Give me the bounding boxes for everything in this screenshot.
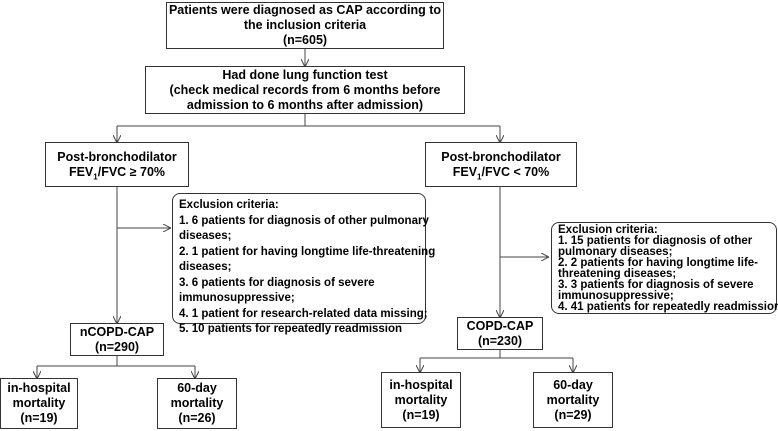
fev-ratio-line: FEV1/FVC ≥ 70% <box>68 164 166 181</box>
box-text-line: (n=605) <box>282 33 328 47</box>
ratio-label: /FVC ≥ 70% <box>97 164 166 179</box>
box-text-line: 60-day <box>177 381 217 395</box>
box-text-line: Post-bronchodilator <box>441 149 561 164</box>
exclusion-line: pulmonary diseases; <box>558 246 673 258</box>
box-lung-function-test: Had done lung function test (check medic… <box>145 66 465 114</box>
connector-split-top <box>117 114 500 127</box>
exclusion-line: diseases; <box>179 261 232 273</box>
box-text-line: Had done lung function test <box>222 67 388 82</box>
box-text-line: in-hospital <box>389 377 453 392</box>
box-text-line: (check medical records from 6 months bef… <box>169 82 441 97</box>
exclusion-line: 3. 3 patients for diagnosis of severe <box>558 279 754 291</box>
box-text-line: (n=290) <box>94 339 140 354</box>
box-exclusion-criteria-right: Exclusion criteria: 1. 15 patients for d… <box>551 222 778 314</box>
fev-subscript: 1 <box>93 172 98 181</box>
connector-ncopd-split <box>37 356 195 367</box>
fev-subscript: 1 <box>477 172 482 181</box>
exclusion-line: Exclusion criteria: <box>179 199 279 211</box>
box-text-line: mortality <box>394 392 448 407</box>
box-exclusion-criteria-left: Exclusion criteria: 1. 6 patients for di… <box>172 193 436 335</box>
exclusion-line: 4. 1 patient for research-related data m… <box>179 307 428 320</box>
box-copd-cap: COPD-CAP (n=230) <box>457 317 543 350</box>
fev-ratio-line: FEV1/FVC < 70% <box>452 164 550 181</box>
exclusion-line: 2. 1 patient for having longtime life-th… <box>179 245 436 258</box>
box-text-line: 60-day <box>553 377 593 392</box>
box-text-line: (n=26) <box>178 411 216 425</box>
box-text-line: (n=19) <box>20 411 58 425</box>
fev-label: FEV <box>68 164 94 179</box>
box-copd-in-hospital-mortality: in-hospital mortality (n=19) <box>381 372 461 428</box>
box-text-line: (n=230) <box>477 333 523 348</box>
box-post-bronchodilator-normal: Post-bronchodilator FEV1/FVC ≥ 70% <box>45 142 189 187</box>
exclusion-line: 4. 41 patients for repeatedly readmissio… <box>558 301 778 313</box>
box-text-line: admission to 6 months after admission) <box>186 97 424 112</box>
box-copd-60-day-mortality: 60-day mortality (n=29) <box>533 372 613 428</box>
box-text-line: nCOPD-CAP <box>79 324 155 339</box>
box-ncopd-60-day-mortality: 60-day mortality (n=26) <box>157 378 237 429</box>
box-text-line: (n=19) <box>402 407 440 422</box>
exclusion-line: 5. 10 patients for repeatedly readmissio… <box>179 323 403 335</box>
box-text-line: in-hospital <box>7 381 71 395</box>
connector-copd-split <box>420 350 573 359</box>
exclusion-line: 3. 6 patients for diagnosis of severe <box>179 276 375 289</box>
box-text-line: Post-bronchodilator <box>57 149 177 164</box>
exclusion-line: Exclusion criteria: <box>558 224 658 236</box>
box-text-line: Patients were diagnosed as CAP according… <box>168 3 442 17</box>
exclusion-line: immunosuppressive; <box>558 290 674 302</box>
box-text-line: mortality <box>546 392 600 407</box>
ratio-label: /FVC < 70% <box>481 164 550 179</box>
exclusion-line: 1. 15 patients for diagnosis of other <box>558 235 753 247</box>
box-text-line: COPD-CAP <box>466 318 534 333</box>
box-text-line: mortality <box>170 396 224 410</box>
exclusion-line: diseases; <box>179 230 232 242</box>
exclusion-line: 2. 2 patients for having longtime life- <box>558 257 758 269</box>
box-text-line: mortality <box>12 396 66 410</box>
exclusion-line: threatening diseases; <box>558 268 677 280</box>
box-post-bronchodilator-obstructed: Post-bronchodilator FEV1/FVC < 70% <box>425 142 577 187</box>
exclusion-line: 1. 6 patients for diagnosis of other pul… <box>179 214 429 227</box>
box-cap-patients: Patients were diagnosed as CAP according… <box>166 2 444 49</box>
fev-label: FEV <box>452 164 478 179</box>
exclusion-line: immunosuppressive; <box>179 292 295 304</box>
box-text-line: (n=29) <box>554 407 592 422</box>
box-ncopd-in-hospital-mortality: in-hospital mortality (n=19) <box>0 378 78 429</box>
box-ncopd-cap: nCOPD-CAP (n=290) <box>70 323 164 356</box>
box-text-line: the inclusion criteria <box>243 18 367 32</box>
